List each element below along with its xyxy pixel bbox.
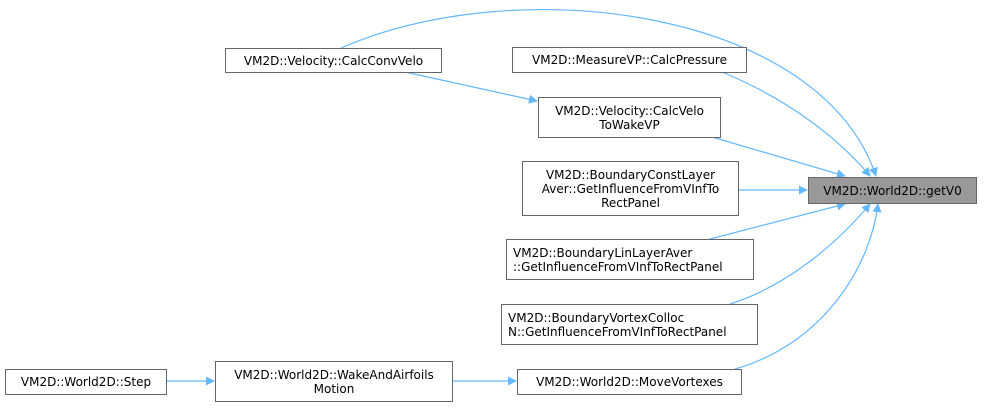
node-movevortexes[interactable]: VM2D::World2D::MoveVortexes: [517, 369, 742, 395]
edge-movevortexes-to-getv0: [734, 203, 882, 370]
edge-calcconvvelo-to-getv0: [340, 9, 878, 177]
node-label: VM2D::World2D::Step: [20, 375, 152, 389]
node-label-line-1: VM2D::Velocity::CalcVelo: [555, 103, 704, 118]
edge-boundarylinlayer-to-getv0: [709, 201, 846, 240]
node-label: VM2D::World2D::MoveVortexes: [536, 375, 723, 389]
edge-calcpressure-to-getv0: [721, 71, 871, 177]
node-wakeandairfoilsmotion[interactable]: VM2D::World2D::WakeAndAirfoils Motion: [215, 361, 453, 402]
node-label: VM2D::MeasureVP::CalcPressure: [532, 53, 727, 67]
node-label-line-2: N::GetInfluenceFromVInfToRectPanel: [508, 324, 727, 339]
node-label-line-1: VM2D::World2D::WakeAndAirfoils: [234, 367, 434, 382]
node-calcvelotowakevp[interactable]: VM2D::Velocity::CalcVelo ToWakeVP: [538, 97, 721, 138]
node-label-line-1: VM2D::BoundaryLinLayerAver: [513, 245, 693, 260]
node-getv0: VM2D::World2D::getV0: [808, 177, 977, 204]
node-label: VM2D::Velocity::CalcConvVelo: [243, 53, 424, 68]
node-calcconvvelo[interactable]: VM2D::Velocity::CalcConvVelo: [225, 48, 442, 73]
node-label-line-1: VM2D::BoundaryConstLayer: [545, 167, 716, 182]
node-step[interactable]: VM2D::World2D::Step: [5, 369, 167, 395]
node-label-line-2: ToWakeVP: [599, 117, 660, 132]
node-label-line-2: Aver::GetInfluenceFromVInfTo: [541, 181, 720, 196]
node-boundaryvortexcolloc[interactable]: VM2D::BoundaryVortexColloc N::GetInfluen…: [501, 304, 758, 345]
node-label-line-2: ::GetInfluenceFromVInfToRectPanel: [513, 259, 723, 274]
edge-calcconvvelo-to-calcvelotowakevp: [404, 71, 538, 104]
node-label-line-3: RectPanel: [601, 195, 660, 210]
node-boundarylinlayer[interactable]: VM2D::BoundaryLinLayerAver ::GetInfluenc…: [506, 239, 754, 280]
node-label-line-2: Motion: [313, 381, 355, 396]
node-calcpressure[interactable]: VM2D::MeasureVP::CalcPressure: [512, 47, 747, 73]
node-label: VM2D::World2D::getV0: [823, 183, 962, 198]
edge-calcvelotowakevp-to-getv0: [711, 136, 846, 179]
edge-boundaryvortexcolloc-to-getv0: [729, 203, 871, 305]
node-boundaryconstlayer[interactable]: VM2D::BoundaryConstLayer Aver::GetInflue…: [522, 161, 739, 216]
node-label-line-1: VM2D::BoundaryVortexColloc: [508, 310, 685, 325]
